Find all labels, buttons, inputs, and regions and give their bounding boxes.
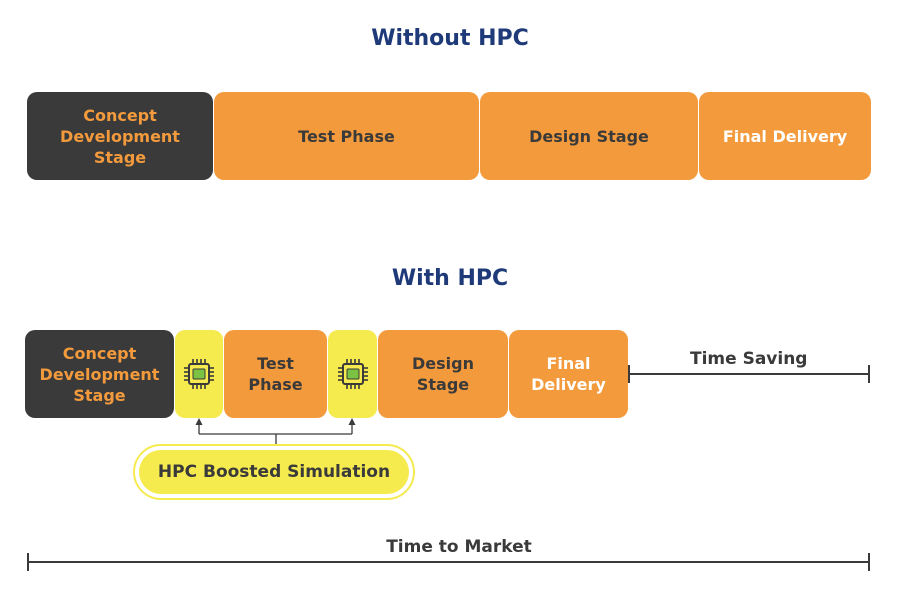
without-concept-label: Concept Development Stage	[60, 105, 180, 167]
with-design-stage: Design Stage	[378, 330, 508, 418]
without-design-label: Design Stage	[529, 126, 649, 146]
with-final-label: Final Delivery	[531, 354, 606, 394]
without-test-label: Test Phase	[298, 126, 395, 146]
time-saving-label: Time Saving	[690, 349, 808, 369]
time-saving-line	[628, 373, 870, 375]
hpc-boosted-simulation-pill: HPC Boosted Simulation	[139, 450, 409, 494]
chip-icon	[184, 359, 214, 389]
chip-icon	[337, 359, 368, 389]
with-test-label: Test Phase	[248, 354, 303, 394]
title-without-hpc: Without HPC	[371, 26, 529, 51]
time-to-market-line	[27, 561, 870, 563]
time-saving-left-tick	[628, 365, 630, 383]
without-test-phase: Test Phase	[214, 92, 479, 180]
with-test-phase: Test Phase	[224, 330, 327, 418]
without-final-label: Final Delivery	[722, 126, 848, 146]
time-saving-right-tick	[868, 365, 870, 383]
time-to-market-label: Time to Market	[386, 537, 532, 557]
with-design-label: Design Stage	[412, 354, 474, 394]
without-design-stage: Design Stage	[480, 92, 698, 180]
with-final-delivery: Final Delivery	[509, 330, 628, 418]
hpc-boosted-simulation-outline	[133, 444, 415, 500]
without-concept-stage: Concept Development Stage	[27, 92, 213, 180]
hpc-chip-block-1	[175, 330, 223, 418]
time-to-market-left-tick	[27, 553, 29, 571]
time-to-market-right-tick	[868, 553, 870, 571]
without-final-delivery: Final Delivery	[699, 92, 871, 180]
with-concept-label: Concept Development Stage	[39, 343, 160, 405]
with-concept-stage: Concept Development Stage	[25, 330, 174, 418]
hpc-boosted-simulation-label: HPC Boosted Simulation	[157, 462, 391, 482]
hpc-chip-block-2	[328, 330, 377, 418]
title-with-hpc: With HPC	[391, 266, 509, 291]
